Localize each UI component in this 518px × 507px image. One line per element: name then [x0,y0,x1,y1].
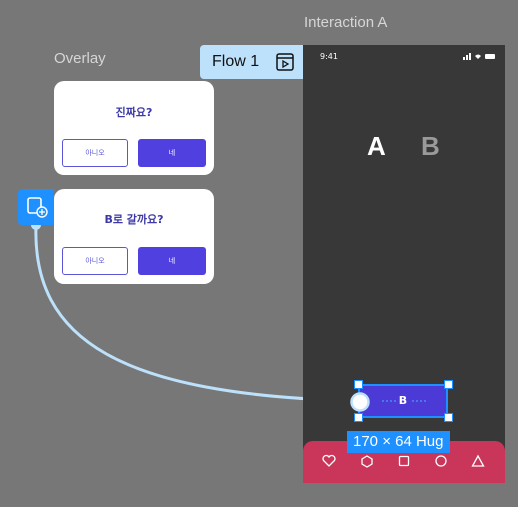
add-interaction-icon[interactable] [18,189,54,225]
status-indicators-icon [463,53,495,60]
no-button[interactable]: 아니오 [62,247,128,275]
letter-a: A [367,131,386,161]
no-button[interactable]: 아니오 [62,139,128,167]
size-badge: 170 × 64 Hug [347,431,450,453]
resize-handle-bottom-left[interactable] [354,413,363,422]
dialog-card-confirm: 진짜요? 아니오 네 [54,81,214,175]
square-icon[interactable] [394,451,414,471]
letter-b: B [421,131,440,161]
b-button-label: B [398,394,408,407]
resize-handle-top-left[interactable] [354,380,363,389]
heart-icon[interactable] [319,451,339,471]
connection-end-node[interactable] [349,391,371,413]
yes-button[interactable]: 네 [138,247,206,275]
overlay-frame-label: Overlay [54,50,106,67]
dialog-card-go-to-b: B로 갈까요? 아니오 네 [54,189,214,284]
resize-handle-top-right[interactable] [444,380,453,389]
flow-starting-point[interactable]: Flow 1 [200,45,304,79]
status-time: 9:41 [320,52,338,61]
circle-icon[interactable] [431,451,451,471]
dialog-title: 진짜요? [115,106,153,119]
play-frame-icon[interactable] [276,53,294,71]
dialog-title: B로 갈까요? [104,213,164,226]
resize-handle-bottom-right[interactable] [444,413,453,422]
padding-guide [382,400,428,402]
yes-button[interactable]: 네 [138,139,206,167]
hexagon-icon[interactable] [357,451,377,471]
interaction-frame-label: Interaction A [304,14,388,31]
b-button-selected[interactable]: B [358,384,448,418]
triangle-icon[interactable] [468,451,488,471]
flow-label: Flow 1 [212,53,260,70]
